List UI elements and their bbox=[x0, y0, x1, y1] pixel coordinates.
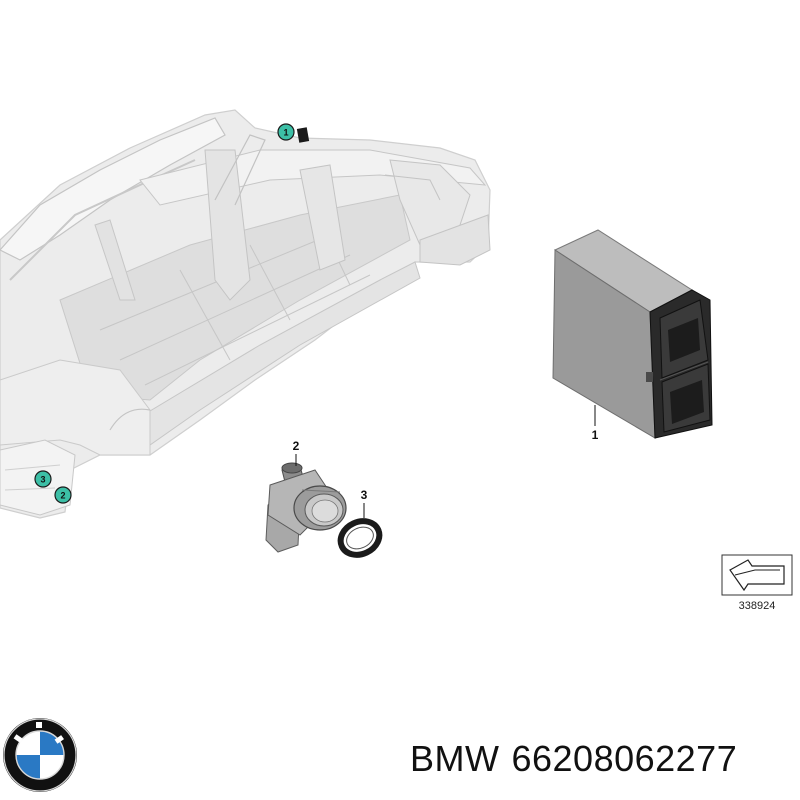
badge-front-lower-label: 2 bbox=[60, 491, 65, 501]
control-module bbox=[552, 229, 713, 439]
badge-front-upper-label: 3 bbox=[40, 475, 45, 485]
roof-mount-bracket bbox=[296, 127, 310, 143]
caption-brand: BMW bbox=[410, 738, 500, 779]
reference-number: 338924 bbox=[739, 600, 776, 612]
badge-roof: 1 bbox=[277, 123, 295, 141]
badge-front-lower: 2 bbox=[54, 486, 72, 504]
front-fender bbox=[0, 359, 151, 456]
side-sill bbox=[134, 261, 421, 446]
reference-arrow-icon bbox=[729, 559, 785, 592]
callout-part-2: 2 bbox=[293, 439, 300, 466]
car-body-frame bbox=[0, 109, 491, 519]
module-connectors bbox=[659, 299, 711, 433]
reference-box: 338924 bbox=[721, 554, 793, 612]
parking-sensor bbox=[265, 462, 347, 553]
callout-part-3: 3 bbox=[361, 488, 368, 518]
callout-part-1: 1 bbox=[592, 405, 599, 442]
part-caption: BMW 66208062277 bbox=[410, 738, 737, 780]
badge-roof-label: 1 bbox=[283, 128, 288, 138]
callout-part-3-label: 3 bbox=[361, 488, 368, 502]
badge-front-upper: 3 bbox=[34, 470, 52, 488]
bmw-logo bbox=[3, 718, 77, 792]
caption-part-number: 66208062277 bbox=[511, 738, 738, 779]
sensor-ring bbox=[337, 518, 383, 558]
callout-part-1-label: 1 bbox=[592, 428, 599, 442]
callout-part-2-label: 2 bbox=[293, 439, 300, 453]
